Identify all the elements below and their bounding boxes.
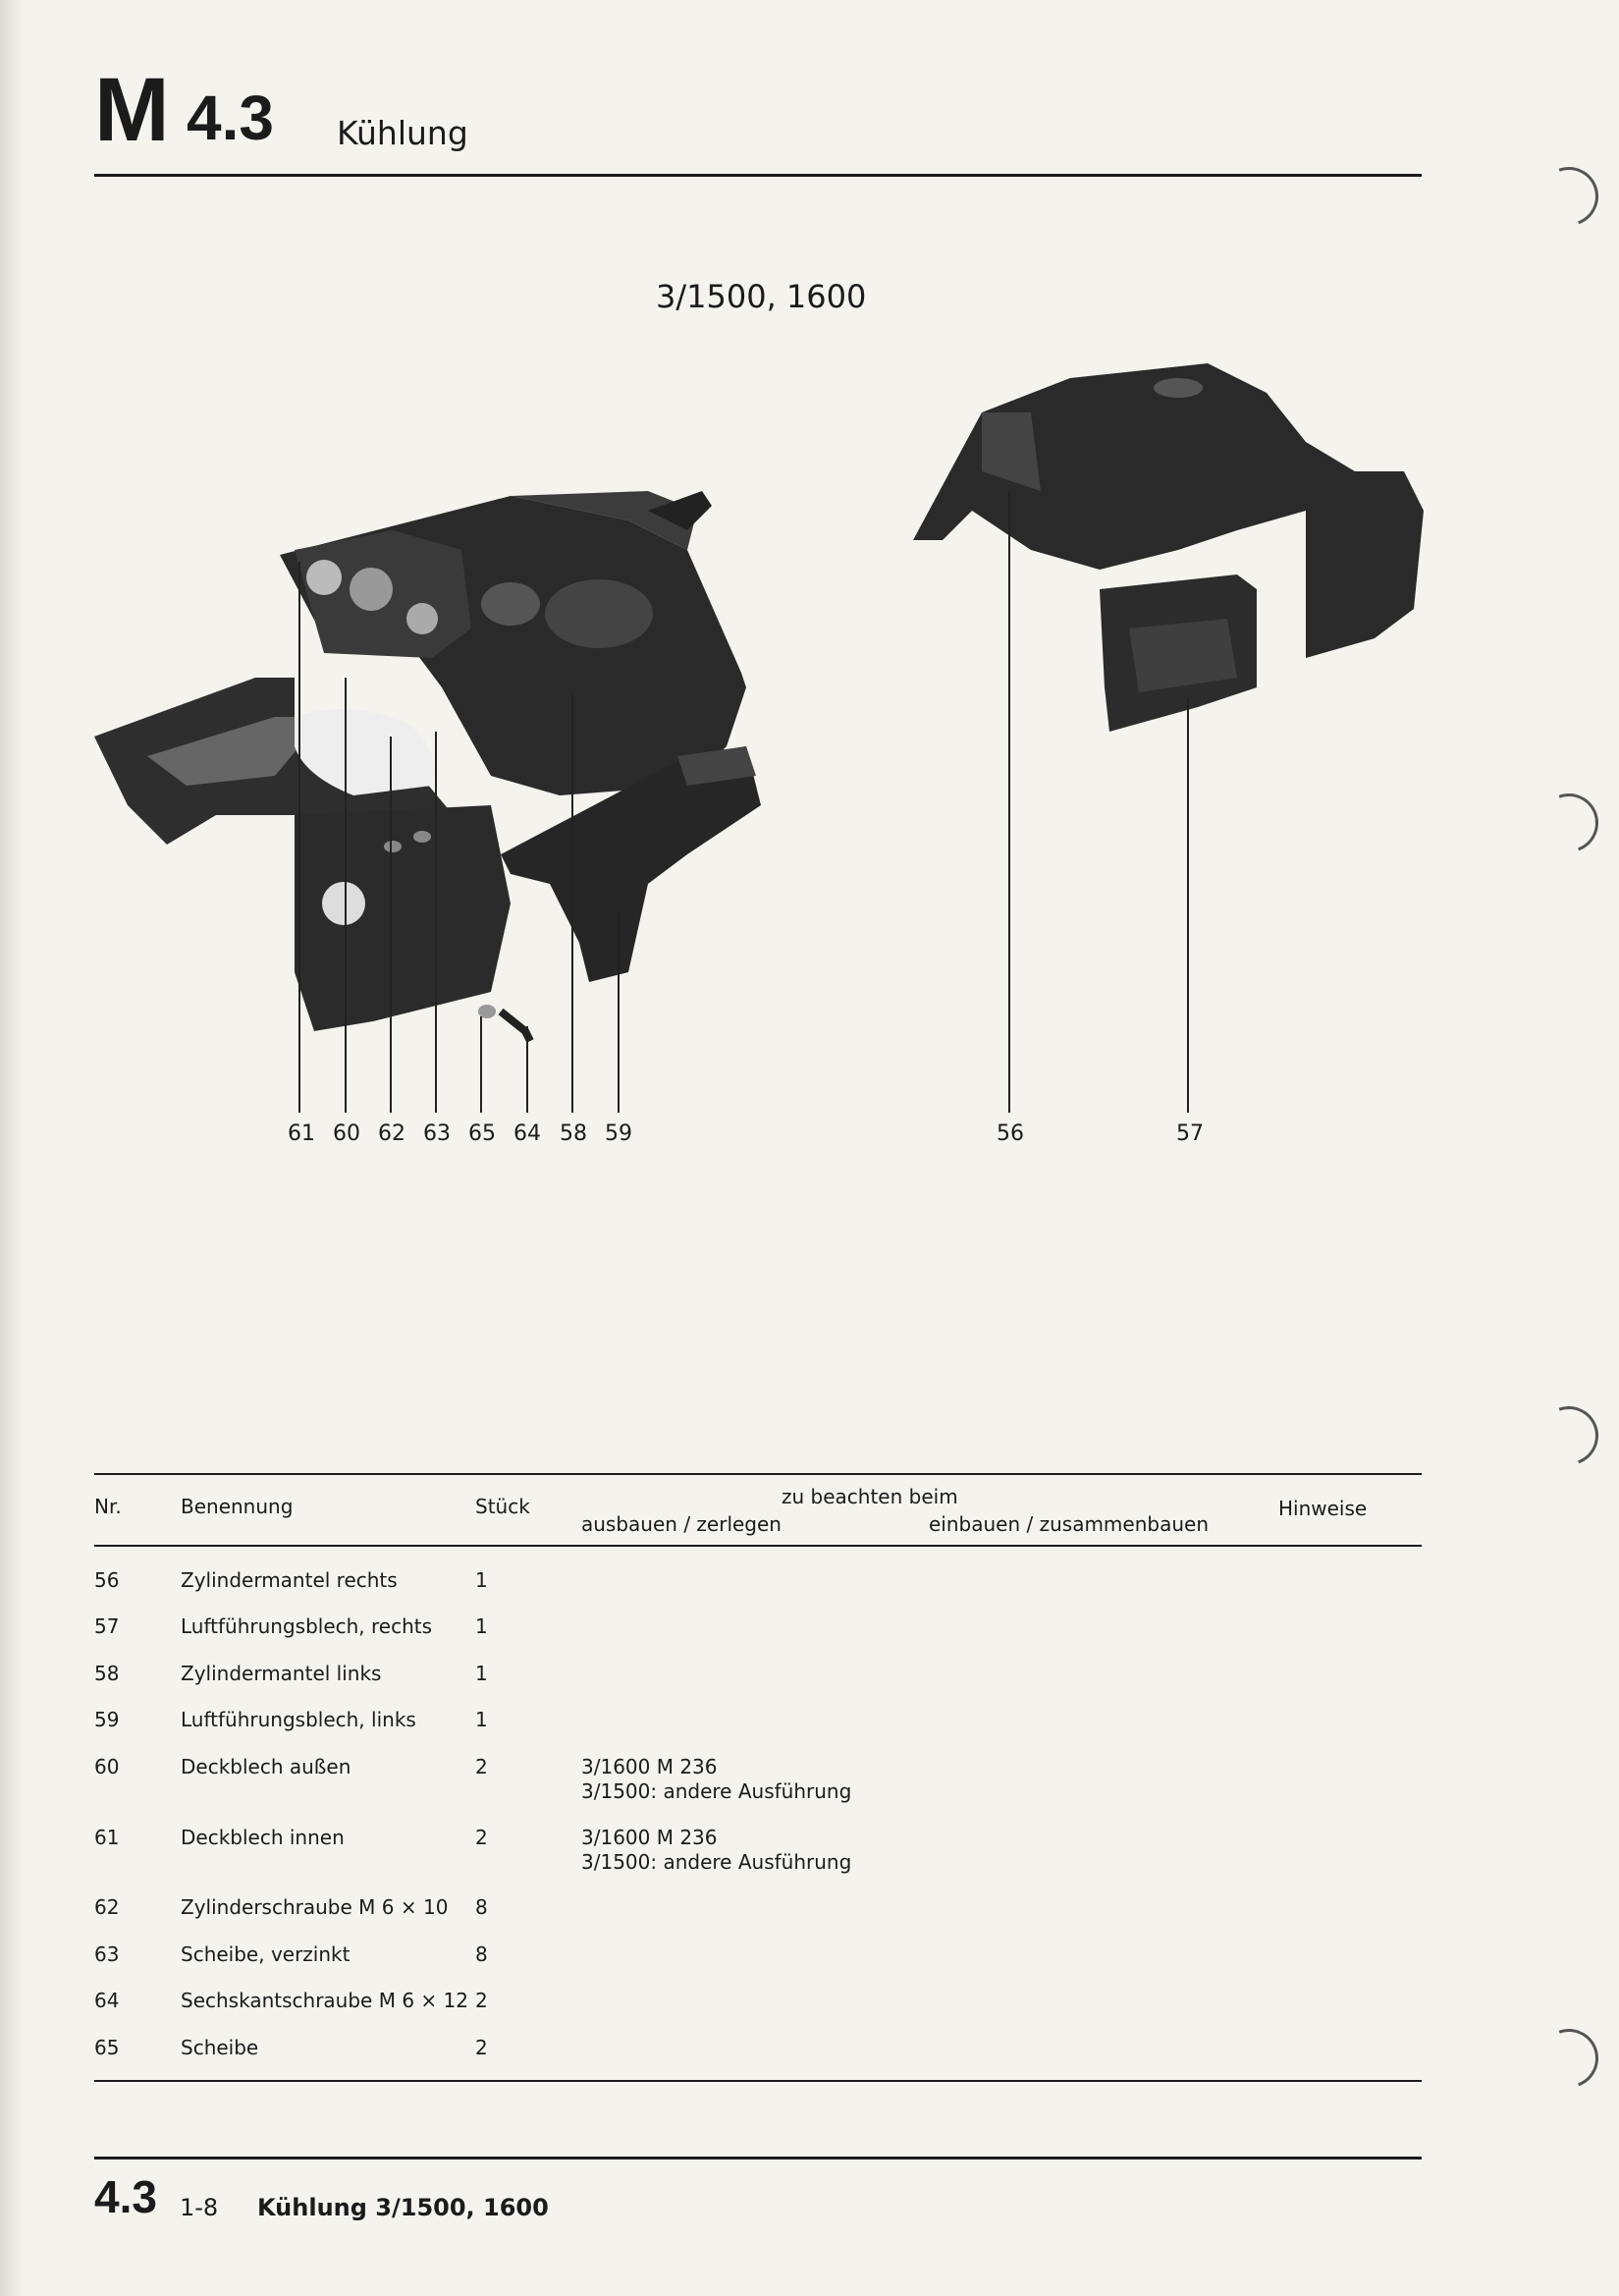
footer-title: Kühlung 3/1500, 1600 — [257, 2194, 549, 2221]
cell-nr: 57 — [94, 1614, 120, 1638]
cell-nr: 64 — [94, 1989, 120, 2012]
callout-number: 59 — [605, 1121, 632, 1146]
cell-name: Zylindermantel rechts — [181, 1568, 398, 1592]
col-header-note-group: zu beachten beim — [782, 1485, 958, 1508]
footer-page-number: 1-8 — [180, 2194, 219, 2221]
footer-section-number: 4.3 — [94, 2171, 157, 2222]
header-section-number: 4.3 — [187, 82, 274, 153]
col-header-hints: Hinweise — [1278, 1497, 1368, 1520]
callout-number: 65 — [468, 1121, 496, 1146]
cell-qty: 1 — [475, 1568, 488, 1592]
cell-remove: 3/1600 M 236 — [581, 1826, 718, 1849]
callout-number: 64 — [513, 1121, 541, 1146]
cell-name: Scheibe — [181, 2036, 259, 2059]
callout-number: 56 — [997, 1121, 1024, 1146]
binder-hole — [1530, 2019, 1608, 2098]
cell-qty: 8 — [475, 1942, 488, 1966]
callout-number: 61 — [288, 1121, 315, 1146]
cell-name: Deckblech innen — [181, 1826, 345, 1849]
cell-name: Zylinderschraube M 6 × 10 — [181, 1895, 449, 1919]
footer-rule — [94, 2157, 1422, 2159]
header-title: Kühlung — [337, 114, 468, 152]
col-header-nr: Nr. — [94, 1495, 122, 1518]
callout-leader-lines — [298, 491, 1189, 1113]
cell-qty: 2 — [475, 2036, 488, 2059]
cell-nr: 56 — [94, 1568, 120, 1592]
cell-nr: 63 — [94, 1942, 120, 1966]
cell-remove: 3/1600 M 236 — [581, 1755, 718, 1778]
cell-qty: 1 — [475, 1614, 488, 1638]
callout-number: 58 — [560, 1121, 587, 1146]
figure-subtitle: 3/1500, 1600 — [656, 278, 867, 315]
header-rule — [94, 174, 1422, 177]
cell-qty: 1 — [475, 1708, 488, 1731]
col-header-install: einbauen / zusammenbauen — [929, 1512, 1209, 1536]
cell-name: Deckblech außen — [181, 1755, 351, 1778]
cell-nr: 65 — [94, 2036, 120, 2059]
cell-nr: 61 — [94, 1826, 120, 1849]
parts-illustration — [94, 363, 1424, 1113]
cell-name: Scheibe, verzinkt — [181, 1942, 351, 1966]
table-top-rule — [94, 1473, 1422, 1475]
cell-name: Luftführungsblech, rechts — [181, 1614, 433, 1638]
col-header-qty: Stück — [475, 1495, 530, 1518]
table-header-rule — [94, 1545, 1422, 1547]
table-bottom-rule — [94, 2080, 1422, 2082]
cell-name: Sechskantschraube M 6 × 12 — [181, 1989, 468, 2012]
cell-nr: 62 — [94, 1895, 120, 1919]
left-assembly-drawing — [94, 491, 761, 1043]
cell-qty: 8 — [475, 1895, 488, 1919]
col-header-name: Benennung — [181, 1495, 294, 1518]
binder-hole — [1530, 1396, 1608, 1475]
callout-number: 57 — [1176, 1121, 1204, 1146]
callout-number: 62 — [378, 1121, 405, 1146]
cell-qty: 2 — [475, 1826, 488, 1849]
cell-nr: 58 — [94, 1662, 120, 1685]
callout-number: 63 — [423, 1121, 451, 1146]
cell-qty: 2 — [475, 1989, 488, 2012]
cell-nr: 60 — [94, 1755, 120, 1778]
cell-remove-line2: 3/1500: andere Ausführung — [581, 1850, 852, 1874]
scan-edge — [0, 0, 24, 2296]
cell-nr: 59 — [94, 1708, 120, 1731]
cell-name: Zylindermantel links — [181, 1662, 382, 1685]
cell-name: Luftführungsblech, links — [181, 1708, 416, 1731]
callout-number: 60 — [333, 1121, 360, 1146]
col-header-remove: ausbauen / zerlegen — [581, 1512, 782, 1536]
cell-qty: 2 — [475, 1755, 488, 1778]
cell-remove-line2: 3/1500: andere Ausführung — [581, 1779, 852, 1803]
right-assembly-drawing — [913, 363, 1424, 732]
cell-qty: 1 — [475, 1662, 488, 1685]
header-letter: M — [94, 60, 170, 160]
